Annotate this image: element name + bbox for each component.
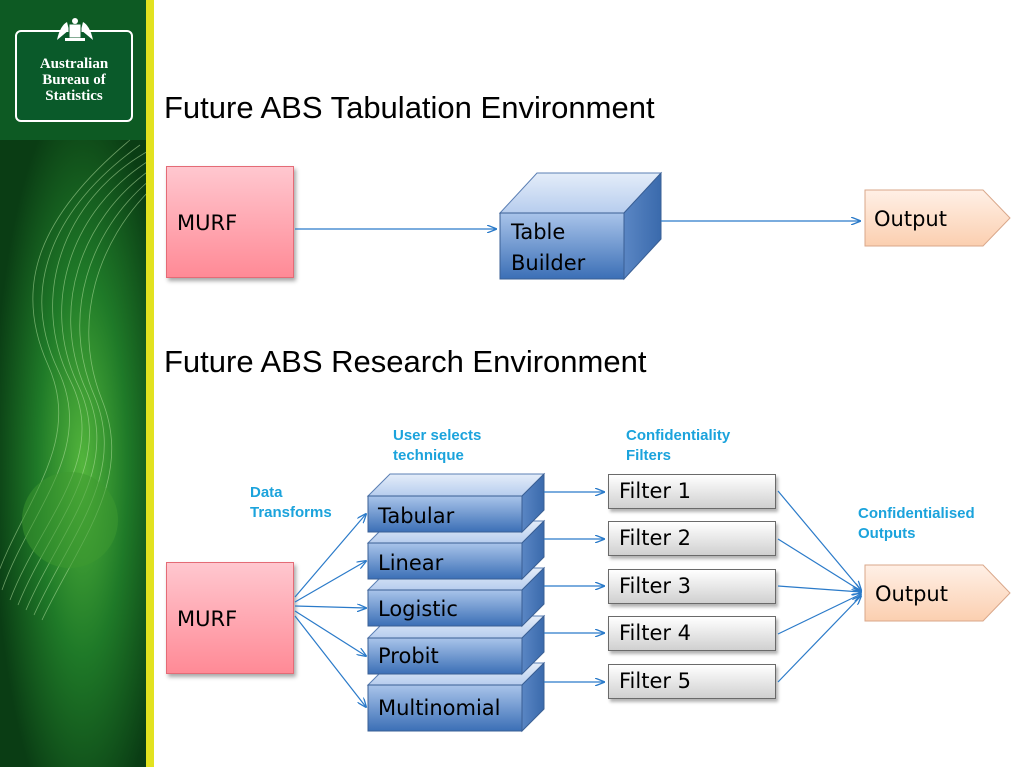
- connectors-filters-to-output: [777, 490, 861, 683]
- filter-box-5: Filter 5: [608, 664, 776, 699]
- murf-box-research: MURF: [166, 562, 294, 674]
- murf-box-tabulation: MURF: [166, 166, 294, 278]
- murf-label: MURF: [177, 211, 238, 235]
- output-label-tabulation: Output: [874, 207, 947, 231]
- output-arrow-research: Output: [864, 564, 1011, 622]
- arrow-filter-5-to-output: [777, 596, 861, 683]
- logo-text: Australian Bureau of Statistics: [39, 56, 109, 104]
- tabulation-heading: Future ABS Tabulation Environment: [164, 90, 655, 125]
- arrow-murf-to-linear: [294, 561, 366, 603]
- sidebar-decoration: [0, 0, 150, 767]
- sidebar-background: [0, 0, 150, 767]
- filter-label-2: Filter 2: [619, 526, 692, 550]
- technique-cube-tabular: Tabular: [366, 472, 546, 534]
- annotation-confidentiality-filters: Confidentiality Filters: [626, 427, 731, 464]
- technique-label-tabular: Tabular: [377, 504, 455, 528]
- annotation-data-transforms: Data Transforms: [250, 484, 332, 521]
- abs-logo: Australian Bureau of Statistics: [15, 18, 133, 122]
- filter-box-1: Filter 1: [608, 474, 776, 509]
- connectors-techniques-to-filters: [544, 492, 604, 682]
- filter-box-4: Filter 4: [608, 616, 776, 651]
- filter-label-1: Filter 1: [619, 479, 692, 503]
- connectors-murf-to-techniques: [294, 514, 366, 707]
- annotation-user-selects: User selects technique: [393, 427, 482, 464]
- filter-label-3: Filter 3: [619, 574, 692, 598]
- table-builder-label-line2: Builder: [511, 251, 586, 275]
- arrow-filter-4-to-output: [777, 594, 861, 635]
- arrow-filter-2-to-output: [777, 538, 861, 591]
- technique-label-multinomial: Multinomial: [378, 696, 500, 720]
- output-arrow-tabulation: Output: [864, 189, 1011, 247]
- table-builder-cube: Table Builder: [498, 171, 663, 281]
- technique-label-linear: Linear: [378, 551, 444, 575]
- filter-box-2: Filter 2: [608, 521, 776, 556]
- coat-of-arms-icon: [57, 18, 93, 41]
- filter-label-5: Filter 5: [619, 669, 692, 693]
- filter-box-3: Filter 3: [608, 569, 776, 604]
- arrow-murf-to-logistic: [294, 606, 366, 608]
- technique-label-logistic: Logistic: [378, 597, 458, 621]
- research-heading: Future ABS Research Environment: [164, 344, 647, 379]
- table-builder-label-line1: Table: [510, 220, 565, 244]
- arrow-murf-to-tabular: [294, 514, 366, 598]
- arrow-filter-1-to-output: [777, 490, 861, 590]
- technique-label-probit: Probit: [378, 644, 439, 668]
- sidebar-stripe: [146, 0, 154, 767]
- filter-label-4: Filter 4: [619, 621, 692, 645]
- annotation-confidentialised-outputs: Confidentialised Outputs: [858, 505, 975, 542]
- arrow-murf-to-multinomial: [294, 615, 366, 707]
- arrow-murf-to-probit: [294, 610, 366, 656]
- arrow-filter-3-to-output: [777, 585, 861, 592]
- output-label-research: Output: [875, 582, 948, 606]
- murf-label: MURF: [177, 607, 238, 631]
